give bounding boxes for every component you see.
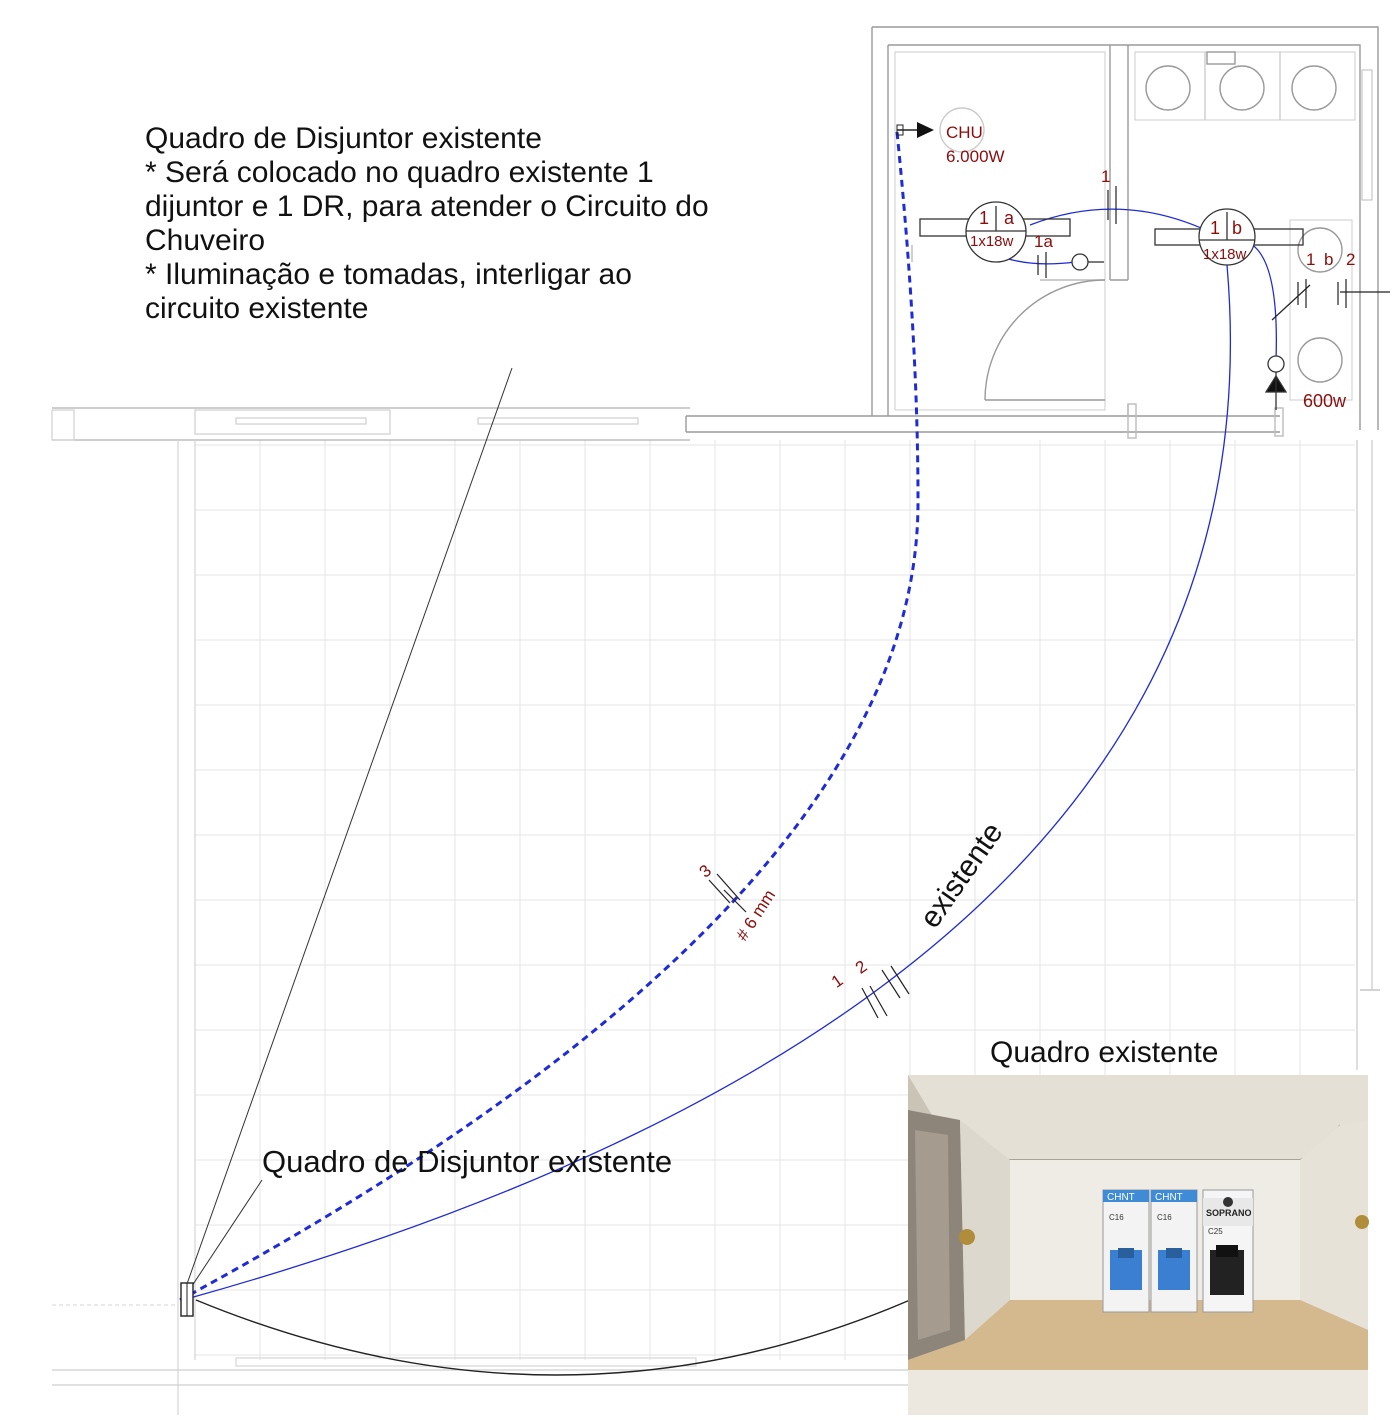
lamp-a-spec: 1x18w <box>970 233 1014 250</box>
main-note-line5: circuito existente <box>145 292 369 325</box>
panel-board-icon <box>180 1282 194 1317</box>
room-walls <box>51 407 1380 1415</box>
breaker3-brand: SOPRANO <box>1206 1208 1252 1218</box>
outlet-power: 600w <box>1303 391 1347 411</box>
shower-circuit-wire <box>179 131 920 1302</box>
shower-code: CHU <box>946 123 983 142</box>
breaker2-brand: CHNT <box>1155 1192 1183 1203</box>
main-note-line1: * Será colocado no quadro existente 1 <box>145 156 654 189</box>
outlet-circuit-1: 1 <box>1306 250 1315 269</box>
lamp-b-circuit: 1 <box>1210 218 1220 238</box>
shower-run-circuit: 3 <box>696 861 715 882</box>
breaker1-rating: C16 <box>1109 1213 1124 1222</box>
existing-run-1: 1 <box>828 971 847 992</box>
shower-run-gauge: # 6 mm <box>732 886 779 944</box>
lamp-a-id: a <box>1004 208 1015 228</box>
switch-icon <box>1071 253 1104 271</box>
main-note-line3: Chuveiro <box>145 224 266 257</box>
conduit-top-mark: 1 <box>1101 167 1110 186</box>
photo-label: Quadro existente <box>990 1036 1219 1069</box>
breaker-box-photo: CHNT C16 CHNT C16 SOPRANO C25 <box>908 1075 1369 1415</box>
shower-arrow-icon <box>896 122 934 138</box>
outlet-circuit-2: 2 <box>1346 250 1355 269</box>
outlet-circuit-b: b <box>1324 250 1333 269</box>
leader-board <box>183 1179 263 1299</box>
board-label: Quadro de Disjuntor existente <box>262 1144 673 1179</box>
conduit-ticks <box>708 186 1390 1019</box>
leader-note <box>181 367 513 1299</box>
shower-power: 6.000W <box>946 147 1005 166</box>
main-note-title: Quadro de Disjuntor existente <box>145 122 542 155</box>
existing-circuit-label: existente <box>914 817 1010 934</box>
lamp-b-id: b <box>1232 218 1242 238</box>
main-note-line2: dijuntor e 1 DR, para atender o Circuito… <box>145 190 709 223</box>
leader-photo <box>195 1299 911 1376</box>
lamp-a-circuit: 1 <box>979 208 989 228</box>
bathroom-plan <box>685 26 1379 439</box>
outlet-icon <box>1264 355 1288 410</box>
existing-circuit-wire <box>189 264 1232 1299</box>
existing-run-2: 2 <box>852 957 871 978</box>
wiring <box>179 131 1278 1376</box>
main-note-line4: * Iluminação e tomadas, interligar ao <box>145 258 632 291</box>
lamp-b-spec: 1x18w <box>1203 246 1247 263</box>
main-note: Quadro de Disjuntor existente * Será col… <box>145 122 865 326</box>
breaker2-rating: C16 <box>1157 1213 1172 1222</box>
lamp-link-wire <box>1029 208 1211 233</box>
lamp-b-icon <box>1154 208 1304 266</box>
breaker1-brand: CHNT <box>1107 1192 1135 1203</box>
breaker3-rating: C25 <box>1208 1227 1223 1236</box>
switch-a-label: 1a <box>1034 232 1053 251</box>
lamp-a-icon <box>919 201 1071 263</box>
